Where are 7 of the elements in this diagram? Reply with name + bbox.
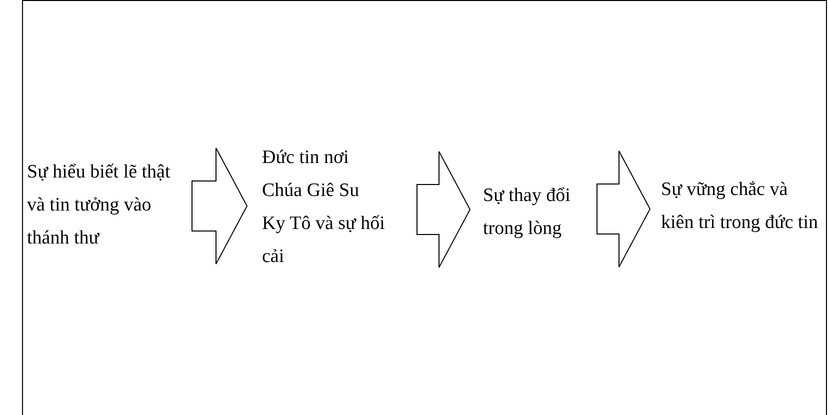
step-text: Đức tin nơi Chúa Giê Su Ky Tô và sự hối cải <box>262 146 386 269</box>
block-arrow <box>596 150 651 268</box>
block-arrow <box>192 148 248 264</box>
step-text: Sự hiểu biết lẽ thật và tin tưởng vào thánh thư <box>27 160 172 250</box>
step-text: Sự vững chắc và kiên trì trong đức tin <box>661 178 819 235</box>
step-text: Sự thay đổi trong lòng <box>483 184 572 241</box>
block-arrow <box>416 151 471 268</box>
